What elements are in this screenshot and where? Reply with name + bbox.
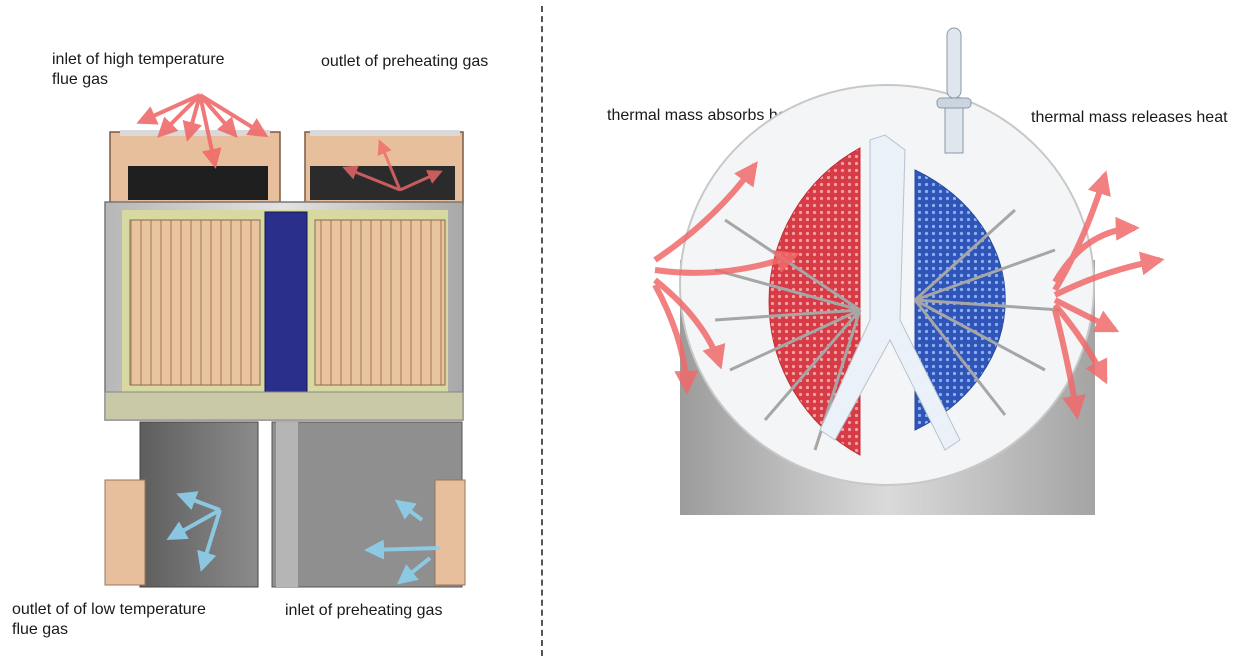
label-outlet-preheating-gas: outlet of preheating gas: [321, 53, 489, 70]
label-thermal-mass-releases-heat: thermal mass releases heat: [1031, 109, 1228, 126]
regenerator-cross-section: [104, 93, 466, 588]
panel-divider: [541, 6, 543, 656]
rotary-regenerator-wheel: [652, 27, 1165, 515]
drive-shaft-icon: [946, 27, 962, 99]
label-inlet-high-temp-flue-gas: inlet of high temperature flue gas: [52, 51, 225, 88]
label-inlet-preheating-gas: inlet of preheating gas: [285, 602, 443, 619]
label-outlet-low-temp-flue-gas: outlet of of low temperature flue gas: [12, 601, 206, 638]
